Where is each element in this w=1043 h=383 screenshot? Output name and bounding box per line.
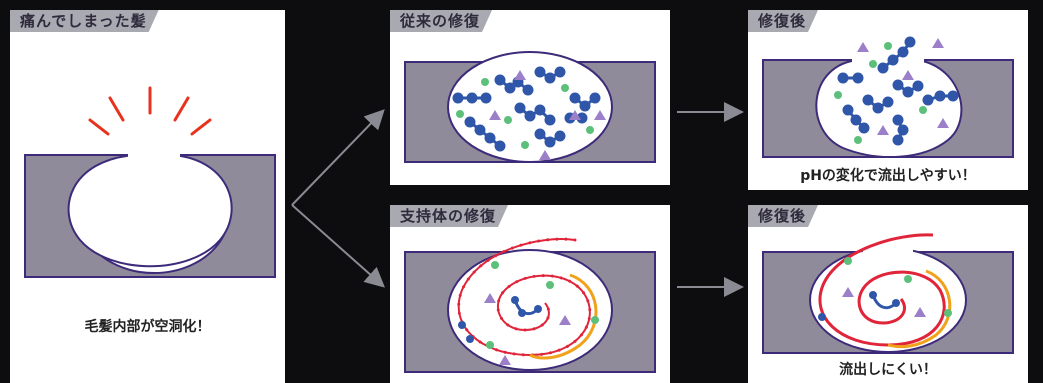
- conventional-repair-illustration: [404, 51, 656, 163]
- damaged-hair-illustration: [24, 86, 276, 278]
- panel-damaged-hair: 痛んでしまった髪 毛髪内部が空洞化！: [10, 10, 285, 383]
- green-dots: [456, 78, 594, 149]
- support-after-illustration: [762, 233, 1014, 354]
- panel-caption: 流出しにくい！: [839, 362, 937, 378]
- panel-support-repair: 支持体の修復: [390, 205, 670, 383]
- panel-title: 支持体の修復: [390, 205, 508, 227]
- panel-conventional-repair: 従来の修復: [390, 10, 670, 185]
- panel-title: 修復後: [748, 10, 818, 32]
- purple-triangles: [489, 70, 606, 160]
- panel-title: 痛んでしまった髪: [10, 10, 159, 32]
- support-repair-illustration: [404, 237, 656, 373]
- panel-support-after: 修復後 流出しにくい！: [748, 205, 1028, 383]
- escaping-molecules: [837, 36, 959, 146]
- conventional-after-illustration: [762, 36, 1014, 158]
- panel-title: 修復後: [748, 205, 818, 227]
- blue-molecule-chains: [452, 66, 601, 152]
- panel-caption: 毛髪内部が空洞化！: [84, 319, 211, 335]
- orange-chain: [529, 273, 598, 360]
- panel-conventional-after: 修復後 pHの変化で流出しやすい！: [748, 10, 1028, 190]
- panel-caption: pHの変化で流出しやすい！: [800, 168, 976, 184]
- branch-arrow-down: [291, 204, 385, 288]
- hollow-cavity: [67, 154, 233, 268]
- branch-arrow-up: [291, 109, 385, 206]
- alert-lines: [88, 86, 212, 136]
- panel-title: 従来の修復: [390, 10, 492, 32]
